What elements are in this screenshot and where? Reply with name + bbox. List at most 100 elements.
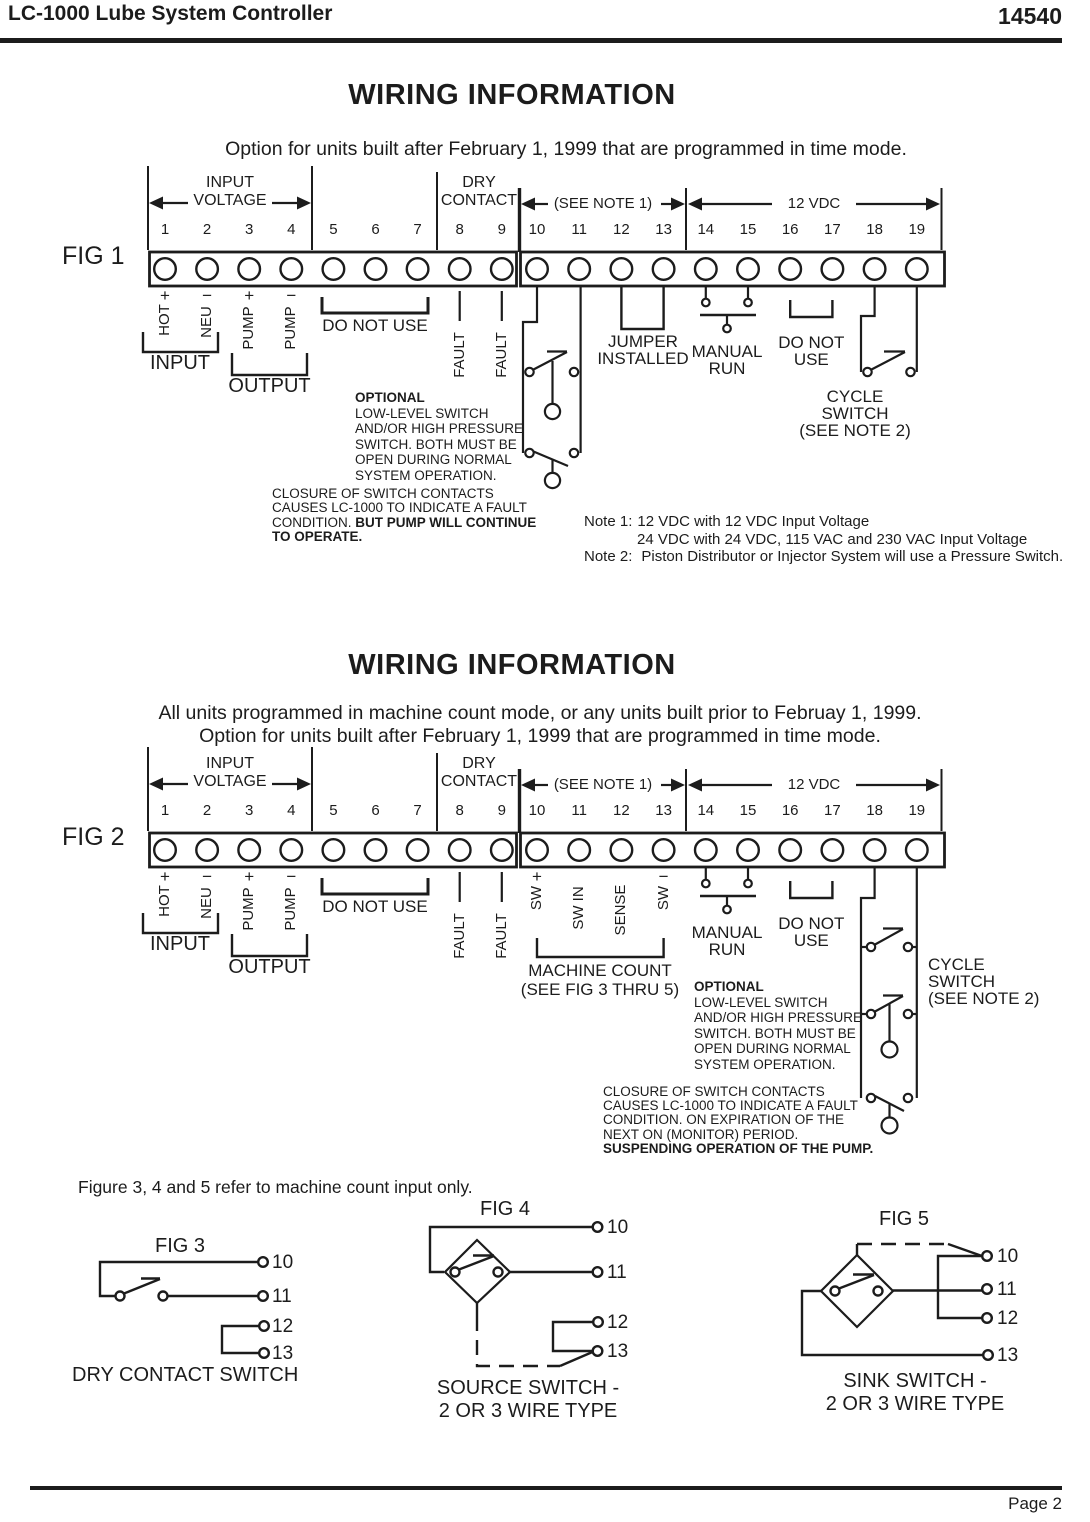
note2-text: Piston Distributor or Injector System wi… (641, 548, 1064, 565)
fig1-optional-line4: OPEN DURING NORMAL (355, 452, 512, 467)
figures-intro: Figure 3, 4 and 5 refer to machine count… (78, 1177, 473, 1197)
terminal-circle (736, 838, 761, 863)
terminal-circle (447, 257, 472, 282)
terminal-number: 12 (613, 221, 630, 238)
input-voltage-zone-line1: INPUT (206, 755, 254, 772)
terminal-number: 1 (160, 221, 170, 238)
manual-run-label-line2: RUN (708, 940, 746, 959)
terminal-number: 19 (908, 802, 926, 819)
terminal-number: 1 (160, 802, 170, 819)
do-not-use-right-label-line2: USE (793, 931, 829, 950)
terminal-number: 7 (413, 802, 422, 819)
section2-title: WIRING INFORMATION (348, 649, 676, 681)
fig1-optional-title: OPTIONAL (355, 390, 425, 405)
terminal-number: 19 (908, 221, 926, 238)
do-not-use-right-label-line2: USE (793, 350, 829, 369)
fig2-closure-line2: CAUSES LC-1000 TO INDICATE A FAULT (603, 1098, 858, 1114)
fig1-cycle-switch-label-line2: SWITCH (821, 404, 889, 423)
terminal-circle (489, 838, 514, 863)
see-note1-zone: (SEE NOTE 1) (553, 195, 653, 212)
note2-label: Note 2: (584, 548, 633, 565)
terminal-number: 3 (245, 802, 254, 819)
fig1-optional-line1: LOW-LEVEL SWITCH (355, 405, 489, 421)
input-voltage-zone-line2: VOLTAGE (193, 773, 267, 790)
output-group-label: OUTPUT (228, 375, 311, 397)
terminal-circle (651, 838, 676, 863)
fig4-terminal-number: 10 (607, 1217, 629, 1238)
terminal-circles (152, 257, 929, 863)
sw-minus-terminal-label: SW (654, 885, 672, 911)
terminal-number: 11 (571, 221, 587, 238)
hot-terminal-label: HOT (156, 885, 173, 917)
terminal-number: 14 (697, 221, 715, 238)
fig2-closure-line5: SUSPENDING OPERATION OF THE PUMP. (603, 1140, 874, 1156)
terminal-circle (693, 257, 718, 282)
hot-terminal-label: HOT (156, 304, 173, 336)
machine-count-label-line2: (SEE FIG 3 THRU 5) (520, 980, 680, 999)
fig2-switch-art (535, 867, 918, 1135)
terminal-number: 3 (245, 221, 254, 238)
fig2-optional-title: OPTIONAL (694, 979, 764, 994)
terminal-number: 2 (202, 802, 212, 819)
fault-terminal-label-1: FAULT (450, 332, 468, 378)
terminal-number: 9 (497, 221, 506, 238)
fig3-terminal-number: 11 (272, 1286, 292, 1307)
terminal-circle (237, 838, 262, 863)
fig2-closure-line1: CLOSURE OF SWITCH CONTACTS (603, 1084, 825, 1099)
fig3-terminal-number: 12 (272, 1316, 294, 1337)
terminal-circle (237, 257, 262, 282)
sw-plus-sign: + (532, 867, 542, 886)
fig2-optional-line2: AND/OR HIGH PRESSURE (694, 1010, 863, 1025)
terminal-number: 18 (866, 802, 883, 819)
fig1-closure-line3: CONDITION. BUT PUMP WILL CONTINUE (272, 515, 536, 531)
fig4-caption-line1: SOURCE SWITCH - (436, 1377, 620, 1399)
fig1-closure-line1: CLOSURE OF SWITCH CONTACTS (272, 486, 494, 501)
terminal-number: 10 (528, 802, 546, 819)
page-title: LC-1000 Lube System Controller (8, 2, 333, 25)
neu-terminal-label: NEU (198, 887, 216, 919)
terminal-circle (279, 257, 304, 282)
terminal-number: 16 (781, 802, 799, 819)
terminal-number: 4 (287, 802, 296, 819)
doc-number: 14540 (998, 3, 1062, 29)
fig1-optional-line3: SWITCH. BOTH MUST BE (355, 436, 517, 452)
fig1-closure-line2: CAUSES LC-1000 TO INDICATE A FAULT (272, 500, 527, 516)
fig2-cycle-switch-label-line3: (SEE NOTE 2) (928, 989, 1040, 1008)
fig4-terminal-number: 11 (607, 1262, 627, 1283)
fig1-optional-line2: AND/OR HIGH PRESSURE (355, 421, 524, 436)
jumper-bracket (620, 286, 665, 331)
output-group-label: OUTPUT (228, 956, 311, 978)
twelve-vdc-zone: 12 VDC (787, 776, 841, 793)
terminal-number: 7 (413, 221, 422, 238)
fig4-label: FIG 4 (479, 1198, 530, 1220)
fig2-optional-line5: SYSTEM OPERATION. (694, 1056, 836, 1072)
terminal-number: 5 (329, 802, 338, 819)
terminal-circle (405, 257, 430, 282)
terminal-number: 13 (655, 802, 672, 819)
machine-count-bracket (535, 938, 665, 959)
terminal-circle (651, 257, 676, 282)
terminal-number: 6 (371, 221, 380, 238)
terminal-number: 18 (866, 221, 883, 238)
terminal-circle (363, 838, 388, 863)
fig1-label: FIG 1 (62, 242, 125, 270)
pump-plus-terminal-label: PUMP (240, 306, 258, 350)
terminal-number: 6 (371, 802, 380, 819)
pump-minus-terminal-label: PUMP (282, 306, 300, 350)
note1-text: 12 VDC with 12 VDC Input Voltage (637, 513, 870, 530)
fig2-optional-line3: SWITCH. BOTH MUST BE (694, 1025, 856, 1041)
fig3-terminal-number: 10 (272, 1252, 294, 1273)
terminal-number: 8 (455, 802, 464, 819)
terminal-circle (862, 838, 887, 863)
do-not-use-label: DO NOT USE (322, 897, 428, 916)
hot-plus-sign: + (160, 867, 170, 886)
terminal-number: 12 (613, 802, 630, 819)
pump-minus-terminal-label: PUMP (282, 887, 300, 931)
input-voltage-zone-line2: VOLTAGE (193, 192, 267, 209)
neu-minus-sign: − (202, 286, 213, 305)
fig2-cycle-switch-label-line2: SWITCH (928, 972, 996, 991)
terminal-circle (152, 838, 177, 863)
pump-plus-terminal-label: PUMP (240, 887, 258, 931)
